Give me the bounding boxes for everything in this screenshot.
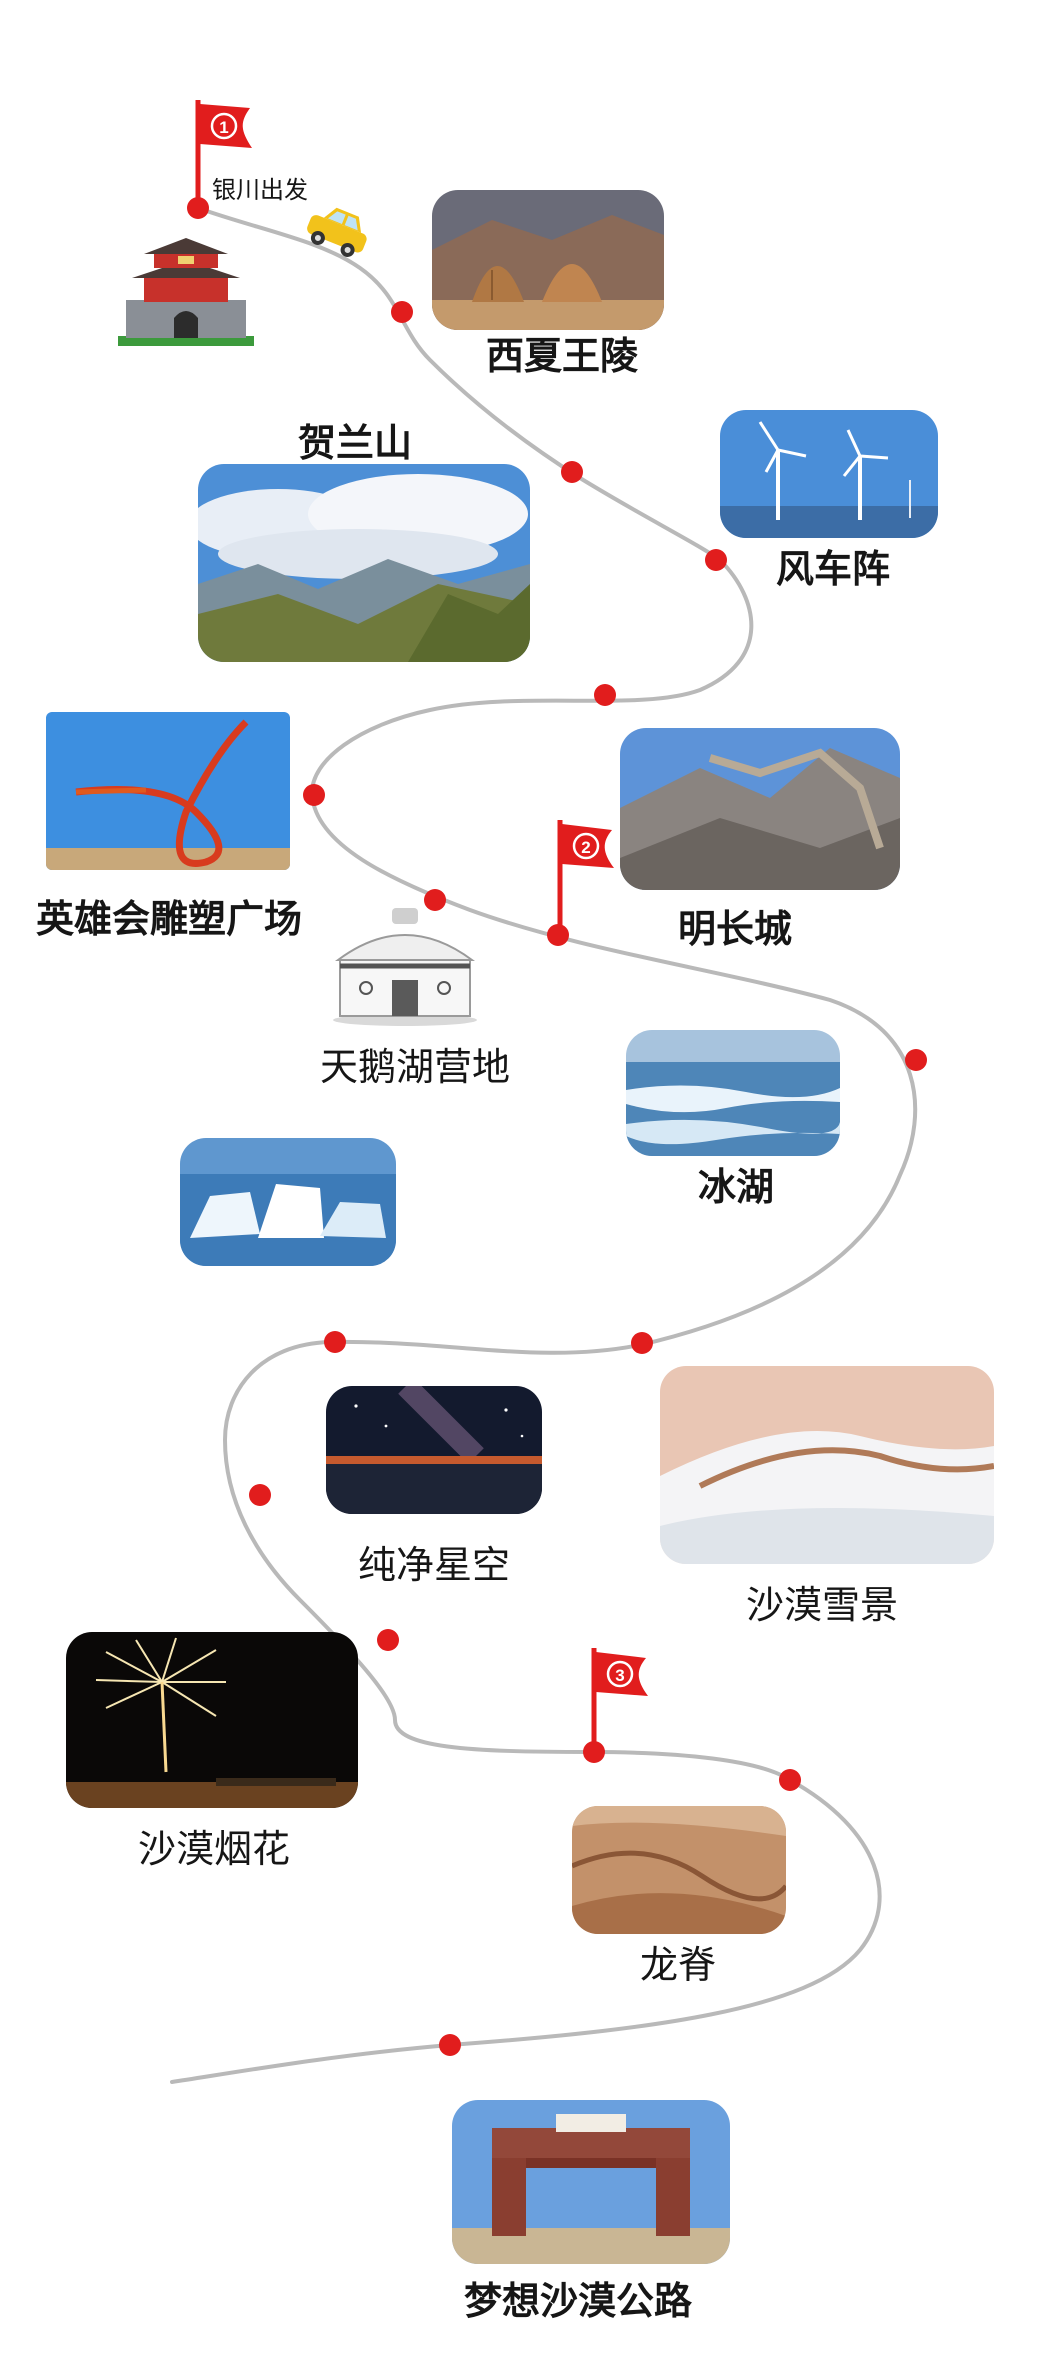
icechunk-photo xyxy=(180,1138,396,1266)
stop-dot xyxy=(561,461,583,483)
stop-dot xyxy=(594,684,616,706)
stop-dot xyxy=(249,1484,271,1506)
windmill-photo xyxy=(720,410,938,538)
flag-number: 1 xyxy=(219,118,228,137)
xixia-photo xyxy=(432,190,664,330)
stop-dot xyxy=(705,549,727,571)
car-icon xyxy=(302,198,374,264)
city-gate-icon xyxy=(118,238,254,346)
icelake-label: 冰湖 xyxy=(698,1165,775,1209)
dragon-label: 龙脊 xyxy=(640,1943,717,1987)
fireworks-label: 沙漠烟花 xyxy=(138,1827,291,1871)
road-photo xyxy=(452,2100,730,2264)
stop-dot xyxy=(424,889,446,911)
stop-dot xyxy=(377,1629,399,1651)
dragon-photo xyxy=(572,1806,786,1934)
flag-1: 1 xyxy=(195,100,252,208)
greatwall-label: 明长城 xyxy=(678,907,793,951)
stop-dot xyxy=(439,2034,461,2056)
stop-dot xyxy=(324,1331,346,1353)
snowdesert-photo xyxy=(660,1366,994,1564)
swan-label: 天鹅湖营地 xyxy=(320,1045,511,1089)
flag-3: 3 xyxy=(591,1648,648,1752)
stop-dot xyxy=(779,1769,801,1791)
flag-2: 2 xyxy=(557,820,614,935)
road-label: 梦想沙漠公路 xyxy=(464,2279,693,2323)
greatwall-photo xyxy=(620,728,900,890)
stop-dot xyxy=(391,301,413,323)
helan-label: 贺兰山 xyxy=(298,421,413,465)
hero-photo xyxy=(46,712,290,870)
icelake-photo xyxy=(626,1030,840,1156)
xixia-label: 西夏王陵 xyxy=(486,334,639,378)
helan-photo xyxy=(198,464,530,662)
stop-dot xyxy=(303,784,325,806)
hero-label: 英雄会雕塑广场 xyxy=(36,897,303,941)
start-label: 银川出发 xyxy=(212,176,308,204)
fireworks-photo xyxy=(66,1632,358,1808)
yurt-icon xyxy=(330,902,480,1026)
snowdesert-label: 沙漠雪景 xyxy=(746,1583,899,1627)
stop-dot xyxy=(631,1332,653,1354)
flag-number: 2 xyxy=(581,838,590,857)
stars-label: 纯净星空 xyxy=(358,1543,511,1587)
stars-photo xyxy=(326,1386,542,1514)
windmill-label: 风车阵 xyxy=(776,547,891,591)
flag-number: 3 xyxy=(615,1666,624,1685)
stop-dot xyxy=(905,1049,927,1071)
